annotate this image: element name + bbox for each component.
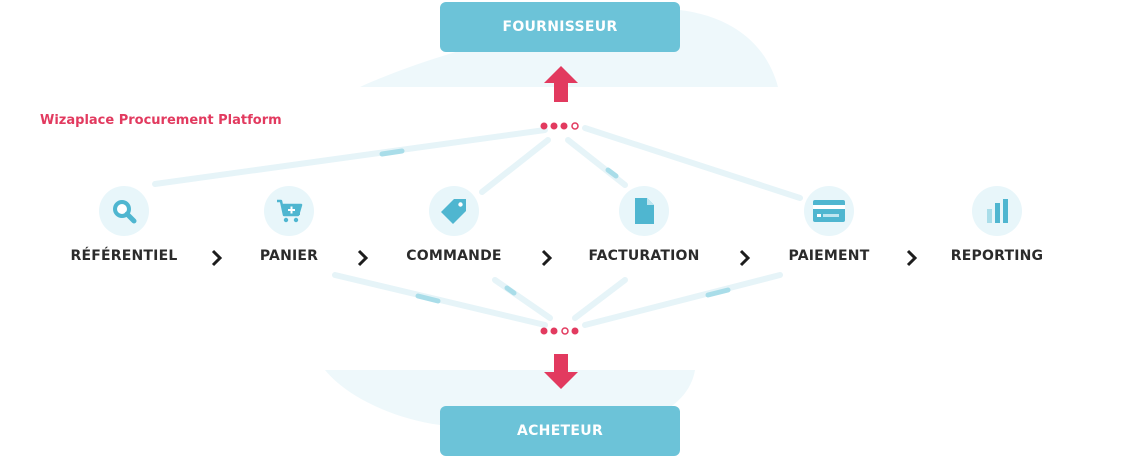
step-reporting: REPORTING <box>917 186 1077 264</box>
top-connectors <box>152 125 803 201</box>
arrow-down-icon <box>544 354 578 389</box>
step-label: PANIER <box>259 248 319 264</box>
step-facturation: FACTURATION <box>564 186 724 264</box>
platform-label: Wizaplace Procurement Platform <box>40 113 282 128</box>
bottom-hub-dots <box>540 327 579 335</box>
credit-card-icon <box>804 186 854 236</box>
tag-icon <box>429 186 479 236</box>
chevron-right-icon <box>906 249 918 267</box>
buyer-box: ACHETEUR <box>440 406 680 456</box>
top-dashes <box>379 148 619 179</box>
chevron-right-icon <box>541 249 553 267</box>
chevron-right-icon <box>357 249 369 267</box>
chevron-right-icon <box>739 249 751 267</box>
search-icon <box>99 186 149 236</box>
supplier-box: FOURNISSEUR <box>440 2 680 52</box>
step-label: RÉFÉRENTIEL <box>70 248 178 264</box>
step-paiement: PAIEMENT <box>749 186 909 264</box>
arrow-up-icon <box>544 66 578 102</box>
step-commande: COMMANDE <box>374 186 534 264</box>
step-label: COMMANDE <box>406 248 502 264</box>
step-panier: PANIER <box>209 186 369 264</box>
document-icon <box>619 186 669 236</box>
chevron-right-icon <box>211 249 223 267</box>
cart-add-icon <box>264 186 314 236</box>
bottom-dashes <box>415 285 731 304</box>
step-label: PAIEMENT <box>788 248 870 264</box>
step-label: REPORTING <box>950 248 1044 264</box>
bar-chart-icon <box>972 186 1022 236</box>
bottom-connectors <box>332 272 783 328</box>
top-hub-dots <box>540 122 579 130</box>
step-referentiel: RÉFÉRENTIEL <box>44 186 204 264</box>
step-label: FACTURATION <box>588 248 700 264</box>
